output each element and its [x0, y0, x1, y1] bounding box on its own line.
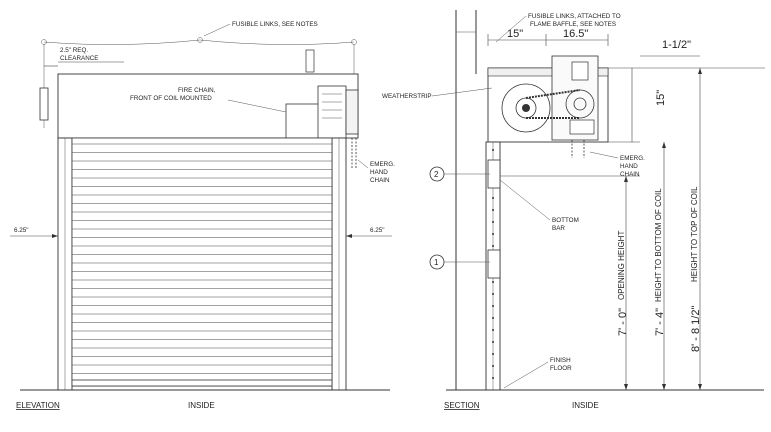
callout-1: 1 [434, 258, 439, 267]
dim-1-5-label: 1-1/2" [662, 39, 691, 51]
fire-chain-label-2: FRONT OF COIL MOUNTED [130, 95, 212, 102]
weatherstrip-label: WEATHERSTRIP [382, 93, 432, 100]
dim-15-label: 15" [507, 28, 523, 40]
drive-chain [525, 89, 581, 119]
dim-16-5-label: 16.5" [563, 28, 588, 40]
section-emerg-label-3: CHAIN [620, 171, 640, 178]
clearance-label-1: 2.5" REQ. [60, 47, 88, 54]
elevation-view: FUSIBLE LINKS, SEE NOTES 2.5" REQ. CLEAR… [10, 21, 395, 410]
elev-emerg-label-2: HAND [370, 169, 388, 176]
guide-rivet [492, 317, 494, 319]
dim-8-8-label: 8' - 8 1/2" [690, 306, 702, 352]
section-emerg-label-1: EMERG. [620, 155, 645, 162]
bottom-bar-label-1: BOTTOM [552, 217, 579, 224]
link-pulley-center [197, 37, 203, 43]
section-fusible-label-1: FUSIBLE LINKS, ATTACHED TO [528, 13, 621, 20]
elev-emerg-label-3: CHAIN [370, 177, 390, 184]
guide-rivet [492, 305, 494, 307]
section-title: SECTION [444, 401, 480, 410]
counterweight [39, 87, 49, 121]
guide-rivet [492, 281, 494, 283]
guide-rivet [492, 377, 494, 379]
operator-motor [345, 89, 359, 135]
section-view: 15" 16.5" FUSIBLE LINKS, ATTACHED TO FLA… [382, 10, 765, 410]
curtain-slats [72, 143, 332, 374]
elevation-bottom-bar [71, 379, 333, 387]
dim-right-label: 6.25" [370, 227, 385, 234]
dim-15-vert-label: 15" [655, 90, 667, 106]
guide-rivet [492, 329, 494, 331]
height-bottom-label: HEIGHT TO BOTTOM OF COIL [654, 188, 663, 302]
fusible-link-cable [43, 39, 355, 45]
guide-rivet [492, 221, 494, 223]
guide-rivet [492, 353, 494, 355]
guide-rivet [492, 197, 494, 199]
elevation-inside-label: INSIDE [188, 401, 215, 410]
opening-height-label: OPENING HEIGHT [617, 231, 626, 300]
fusible-links-leader [203, 23, 231, 37]
dim-left-label: 6.25" [14, 227, 29, 234]
finish-floor-label-2: FLOOR [550, 365, 572, 372]
guide-rivet [492, 233, 494, 235]
guide-rivet [492, 245, 494, 247]
elev-emerg-label-1: EMERG. [370, 161, 395, 168]
dim-7-0-label: 7' - 0" [617, 308, 629, 336]
elevation-title: ELEVATION [16, 401, 60, 410]
guide-rivet [492, 293, 494, 295]
clearance-label-2: CLEARANCE [60, 55, 99, 62]
section-inside-label: INSIDE [572, 401, 599, 410]
finish-floor-label-1: FINISH [550, 357, 571, 364]
dim-7-4-label: 7' - 4" [654, 308, 666, 336]
coil-drum [501, 83, 551, 133]
bottom-bar-label-2: BAR [552, 225, 565, 232]
callout-2: 2 [434, 170, 439, 179]
guide-rivet [492, 365, 494, 367]
guide-rivet [492, 209, 494, 211]
guide-rivet [492, 149, 494, 151]
section-emerg-label-2: HAND [620, 163, 638, 170]
section-fusible-label-2: FLAME BAFFLE, SEE NOTES [530, 21, 616, 28]
door-curtain [71, 137, 333, 387]
guide-rivet [492, 341, 494, 343]
height-top-label: HEIGHT TO TOP OF COIL [690, 186, 699, 282]
fusible-links-label: FUSIBLE LINKS, SEE NOTES [232, 21, 318, 28]
fire-chain-label-1: FIRE CHAIN, [178, 87, 216, 94]
